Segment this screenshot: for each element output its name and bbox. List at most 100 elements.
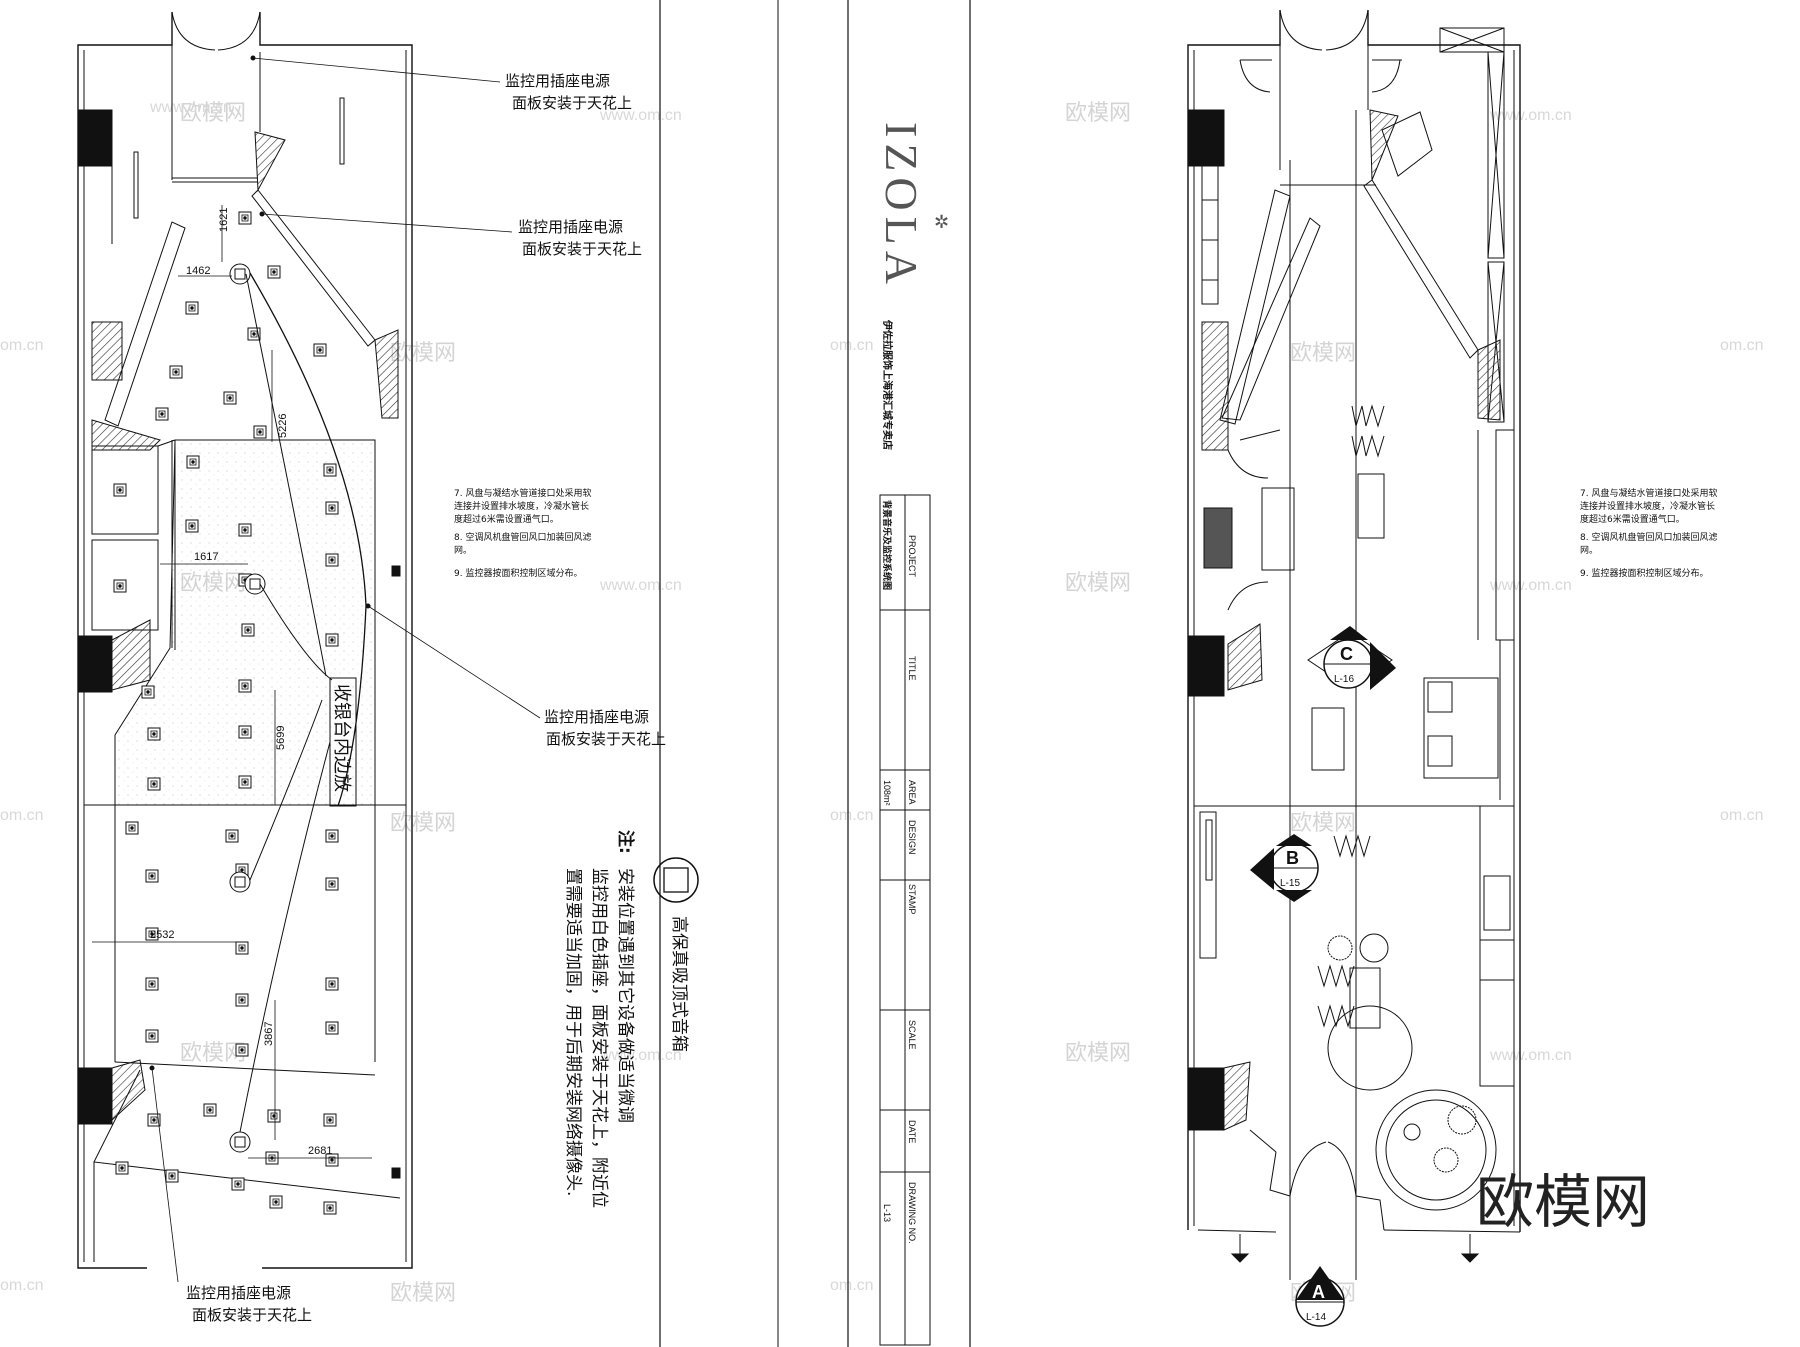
spec-notes-left: 7. 风盘与凝结水管道接口处采用软 连接并设置排水坡度，冷凝水管长 度超过6米需… <box>454 487 591 579</box>
watermark-brand: 欧模网 <box>1065 1041 1131 1066</box>
watermark-brand: 欧模网 <box>390 811 456 836</box>
watermark-brand: 欧模网 <box>1290 811 1356 836</box>
watermark-brand: 欧模网 <box>1065 571 1131 596</box>
dim-3: 5226 <box>277 414 289 438</box>
watermark-domain: om.cn <box>830 337 874 354</box>
column <box>77 1067 113 1125</box>
column <box>77 635 113 693</box>
date-label: DATE <box>907 1120 917 1143</box>
decorative-panel <box>1203 507 1233 569</box>
note-line-3: 置需要适当加固，用于后期安装网络摄像头. <box>563 868 583 1196</box>
design-label: DESIGN <box>907 820 917 855</box>
watermark-domain: om.cn <box>830 807 874 824</box>
drawing-no-label: DRAWING NO. <box>907 1182 917 1244</box>
left-floor-plan <box>77 11 541 1283</box>
title-block <box>659 0 971 1347</box>
marker-ref: L-16 <box>1334 674 1354 685</box>
section-marker-a: A L-14 <box>1295 1266 1345 1327</box>
callouts: 监控用插座电源 面板安装于天花上 监控用插座电源 面板安装于天花上 监控用插座电… <box>186 72 666 1324</box>
dim-6: 2532 <box>150 929 174 941</box>
section-marker-b: B L-15 <box>1250 834 1319 902</box>
area-label: AREA <box>907 780 917 805</box>
arrow-right-icon <box>1370 642 1396 690</box>
watermark-domain: om.cn <box>0 337 44 354</box>
spec-note: 度超过6米需设置通气口。 <box>454 513 559 525</box>
column <box>1187 635 1225 697</box>
callout-line1: 监控用插座电源 <box>186 1284 291 1302</box>
notes: 注: 安装位置遇到其它设备做适当微调 监控用白色插座，面板安装于天花上，附近位 … <box>563 830 636 1208</box>
watermark-domain: om.cn <box>0 807 44 824</box>
title-label: TITLE <box>907 656 917 681</box>
callout-line1: 监控用插座电源 <box>544 708 649 726</box>
brand-logo: IZOLA <box>876 122 927 290</box>
zone-label: 收银台内边放 <box>331 684 352 792</box>
callout-line2: 面板安装于天花上 <box>192 1306 312 1324</box>
client-name: 伊佐拉服饰上海港汇城专卖店 <box>881 319 894 450</box>
watermark-brand: 欧模网 <box>180 1041 246 1066</box>
spec-note: 9. 监控器按面积控制区域分布。 <box>454 567 582 579</box>
watermark-domain: om.cn <box>830 1277 874 1294</box>
right-floor-plan <box>1187 9 1521 1280</box>
marker-letter: C <box>1340 644 1353 664</box>
legend: 高保真吸顶式音箱 <box>653 857 699 1052</box>
callout-line2: 面板安装于天花上 <box>512 94 632 112</box>
spec-note: 8. 空调风机盘管回风口加装回风滤 <box>454 531 591 543</box>
watermark-brand: 欧模网 <box>1065 101 1131 126</box>
marker-ref: L-15 <box>1280 878 1300 889</box>
dim-2: 1462 <box>186 265 210 277</box>
watermark-brand: 欧模网 <box>390 1281 456 1306</box>
watermark-url: www.om.cn <box>1489 577 1572 594</box>
dim-7: 3867 <box>263 1022 275 1046</box>
spec-note: 度超过6米需设置通气口。 <box>1580 513 1685 525</box>
section-marker-c: C L-16 <box>1307 626 1396 690</box>
drawing-no-value: L-13 <box>882 1204 892 1222</box>
column <box>1187 1067 1225 1131</box>
dim-8: 2681 <box>308 1145 332 1157</box>
spec-notes-right: 7. 风盘与凝结水管道接口处采用软 连接并设置排水坡度，冷凝水管长 度超过6米需… <box>1580 487 1717 579</box>
watermark-domain: om.cn <box>1720 337 1764 354</box>
arrow-left-icon <box>1250 848 1274 890</box>
spec-note: 网。 <box>454 545 472 556</box>
spec-note: 7. 风盘与凝结水管道接口处采用软 <box>454 487 591 499</box>
dimension-labels: 1621 1462 5226 1617 5699 2532 3867 2681 <box>150 208 332 1157</box>
notes-title: 注: <box>615 830 636 854</box>
watermark-brand: 欧模网 <box>1290 341 1356 366</box>
callout-line1: 监控用插座电源 <box>505 72 610 90</box>
spec-note: 7. 风盘与凝结水管道接口处采用软 <box>1580 487 1717 499</box>
marker-letter: A <box>1312 1282 1325 1302</box>
dim-1: 1621 <box>218 208 230 232</box>
watermark-url: www.om.cn <box>599 577 682 594</box>
flower-icon: ✲ <box>934 212 949 233</box>
note-line-2: 监控用白色插座，面板安装于天花上，附近位 <box>589 868 609 1208</box>
legend-label: 高保真吸顶式音箱 <box>669 916 689 1052</box>
scale-label: SCALE <box>907 1020 917 1050</box>
watermark-url: www.om.cn <box>1489 1047 1572 1064</box>
watermark-url: www.om.cn <box>599 1047 682 1064</box>
project-label: PROJECT <box>907 535 917 578</box>
watermark-domain: om.cn <box>0 1277 44 1294</box>
stamp-label: STAMP <box>907 884 917 914</box>
callout-line2: 面板安装于天花上 <box>546 730 666 748</box>
project-value: 背景音乐及监控系统图 <box>881 500 893 590</box>
spec-note: 网。 <box>1580 545 1598 556</box>
callout-line1: 监控用插座电源 <box>518 218 623 236</box>
watermark-brand: 欧模网 <box>180 101 246 126</box>
marker-letter: B <box>1286 848 1299 868</box>
dim-5: 5699 <box>275 726 287 750</box>
dim-4: 1617 <box>194 551 218 563</box>
area-value: 108m² <box>882 780 892 806</box>
column <box>77 109 113 167</box>
spec-note: 连接并设置排水坡度，冷凝水管长 <box>454 500 589 512</box>
watermark-url: www.om.cn <box>599 107 682 124</box>
watermark-domain: om.cn <box>1720 807 1764 824</box>
watermark-logo: 欧模网 <box>1476 1168 1650 1236</box>
spec-note: 8. 空调风机盘管回风口加装回风滤 <box>1580 531 1717 543</box>
title-block-text: IZOLA ✲ 伊佐拉服饰上海港汇城专卖店 PROJECT 背景音乐及监控系统图… <box>876 122 949 1244</box>
note-line-1: 安装位置遇到其它设备做适当微调 <box>615 868 635 1123</box>
column <box>1187 109 1225 167</box>
watermark-url: www.om.cn <box>1489 107 1572 124</box>
callout-line2: 面板安装于天花上 <box>522 240 642 258</box>
arrow-up-icon <box>1296 1266 1344 1300</box>
watermark-url: www.om.cn <box>149 99 232 116</box>
